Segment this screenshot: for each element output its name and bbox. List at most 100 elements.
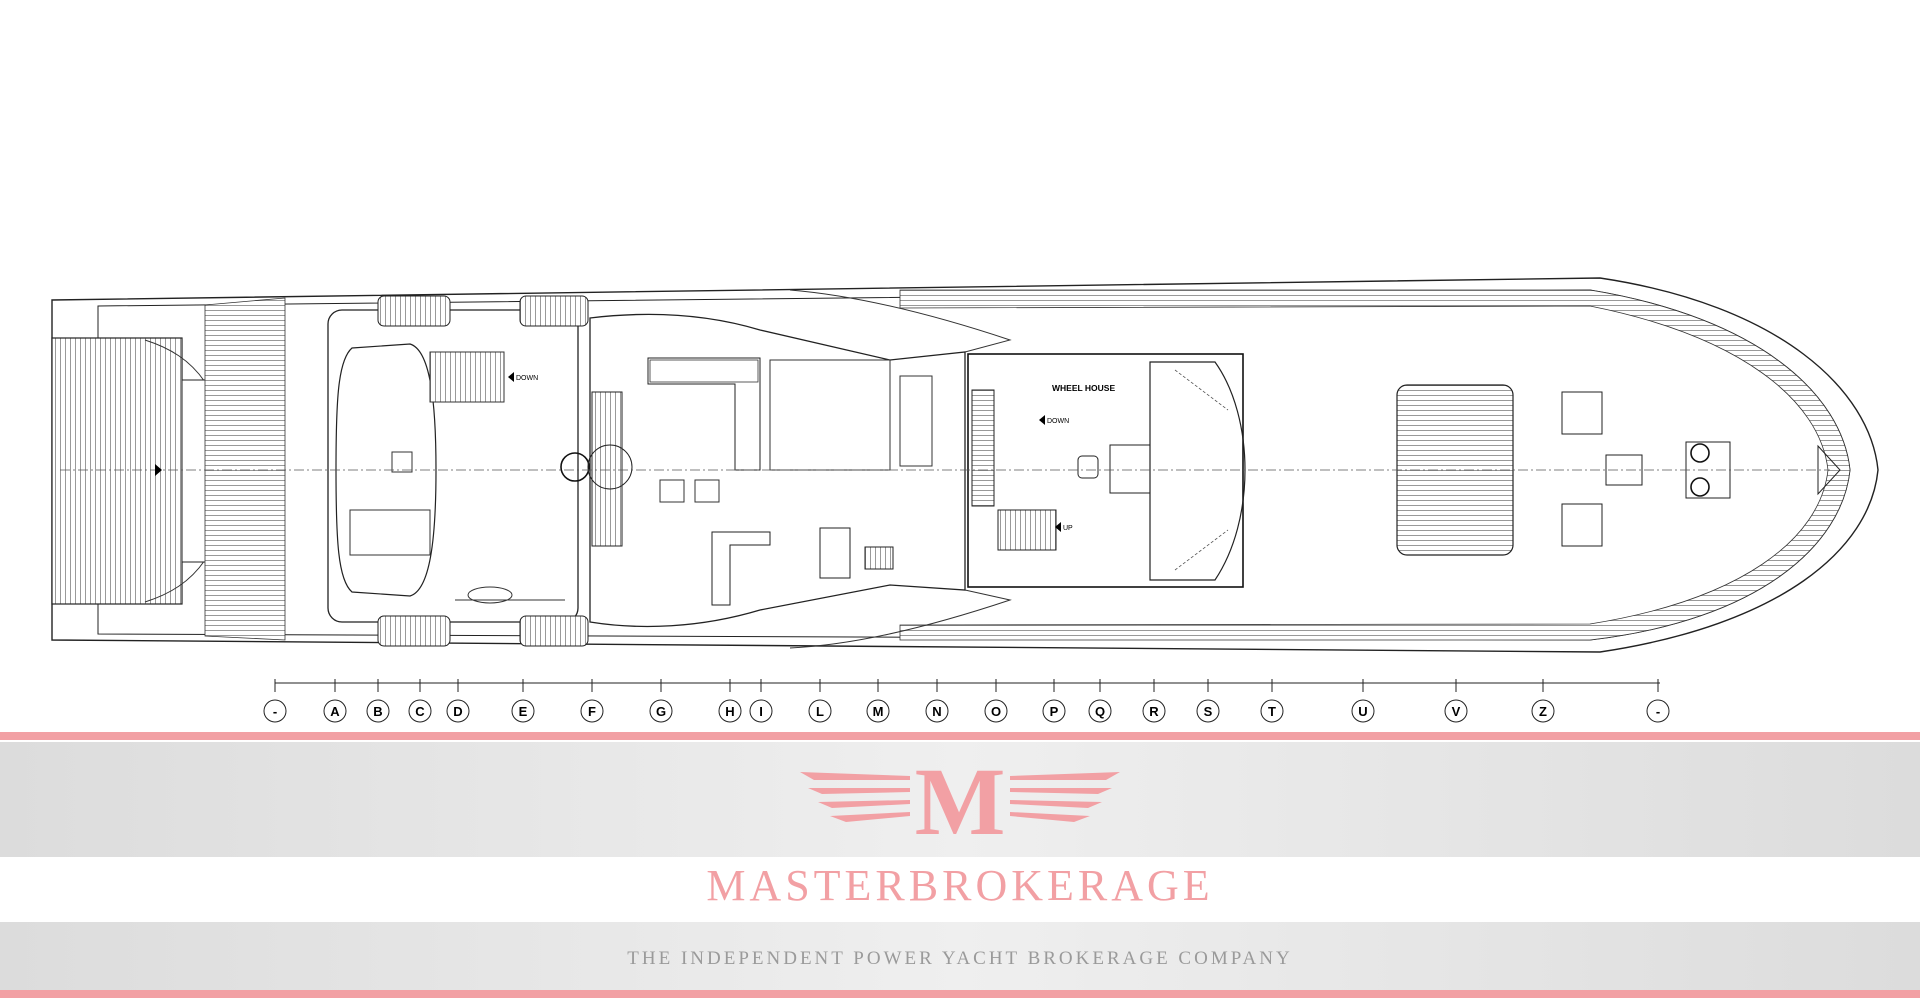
down-label-fwd: DOWN [1047, 418, 1069, 425]
up-label: UP [1063, 525, 1073, 532]
helm-seat [587, 444, 633, 490]
down-arrow-aft [508, 372, 514, 382]
station-circle [718, 699, 742, 723]
station-label: - [273, 704, 277, 719]
down-label-aft: DOWN [516, 375, 538, 382]
tagline-band [0, 922, 1920, 990]
station-circle [1444, 699, 1468, 723]
station-label: G [656, 704, 666, 719]
station-label: Z [1539, 704, 1547, 719]
flybridge-aft-deck [327, 309, 579, 623]
tender-console [349, 509, 431, 556]
station-label: O [991, 704, 1001, 719]
wheelhouse-stairs-up [997, 509, 1057, 551]
aft-steps-bottom [144, 559, 206, 603]
station-label: H [725, 704, 734, 719]
bottom-accent-rule [0, 990, 1920, 998]
helm-console [591, 391, 623, 547]
station-circle [866, 699, 890, 723]
aft-steps-top [144, 339, 206, 383]
station-circle [925, 699, 949, 723]
station-label: E [519, 704, 528, 719]
windlass-2 [1690, 477, 1710, 497]
station-label: C [415, 704, 425, 719]
wing-top [789, 289, 1012, 353]
stool-2 [694, 479, 720, 503]
foredeck-teak [899, 289, 1851, 641]
station-label: - [1656, 704, 1660, 719]
station-label: U [1358, 704, 1367, 719]
swim-platform [51, 337, 183, 605]
station-circle [366, 699, 390, 723]
lounge-cushions [649, 359, 759, 383]
right-wing [1010, 772, 1120, 822]
lounge-table [769, 359, 891, 471]
up-arrow [1055, 522, 1061, 532]
station-circle [1042, 699, 1066, 723]
wheel-house [967, 353, 1244, 588]
station-circle [1646, 699, 1670, 723]
bow-locker-2 [1561, 503, 1603, 547]
station-circle [323, 699, 347, 723]
aft-deck-teak [204, 297, 286, 641]
brand-tagline: THE INDEPENDENT POWER YACHT BROKERAGE CO… [627, 948, 1293, 969]
bow-tip [1817, 444, 1841, 496]
station-label: Q [1095, 704, 1105, 719]
crane-stairs [429, 351, 505, 403]
bar-cabinet [899, 375, 933, 467]
station-circle [1142, 699, 1166, 723]
station-circle [1088, 699, 1112, 723]
station-label: D [453, 704, 462, 719]
down-arrow-fwd [1039, 415, 1045, 425]
station-label: V [1452, 704, 1461, 719]
tender [335, 343, 437, 597]
stool-1 [659, 479, 685, 503]
windscreen [1149, 361, 1246, 581]
station-circle [1351, 699, 1375, 723]
wheel-house-label: WHEEL HOUSE [1052, 383, 1115, 393]
fenders [377, 295, 589, 647]
chart-table [1109, 444, 1151, 494]
bow-locker-1 [1561, 391, 1603, 435]
bow-hatch [1605, 454, 1643, 486]
station-label: S [1204, 704, 1213, 719]
lounge-sofa [647, 357, 761, 471]
brand-logo-mark: M [800, 752, 1120, 844]
station-label: L [816, 704, 824, 719]
wing-bottom [789, 589, 1012, 649]
bbq-grill [819, 527, 851, 579]
station-label: P [1050, 704, 1059, 719]
brand-name: MASTERBROKERAGE [706, 861, 1214, 910]
top-accent-rule [0, 732, 1920, 740]
station-label: A [330, 704, 340, 719]
wheelhouse-stairs [971, 389, 995, 507]
grill-grate [864, 546, 894, 570]
fender-mid-top [519, 295, 589, 327]
aft-arrow [155, 464, 162, 476]
station-circle [263, 699, 287, 723]
station-label: I [759, 704, 763, 719]
left-wing [800, 772, 910, 822]
fender-aft-top [377, 295, 451, 327]
fender-aft-bottom [377, 615, 451, 647]
station-label: T [1268, 704, 1276, 719]
station-ticks [274, 679, 1659, 692]
hull-outline [51, 277, 1879, 653]
station-label: R [1149, 704, 1159, 719]
yacht-deck-plan: DOWN WHEEL HOUSE DOWN UP [51, 277, 1879, 723]
brand-band [0, 742, 1920, 857]
station-circle [1531, 699, 1555, 723]
station-circle [1196, 699, 1220, 723]
station-circle [408, 699, 432, 723]
station-label: F [588, 704, 596, 719]
logo-letter: M [915, 752, 1006, 844]
dash-2 [1174, 529, 1229, 571]
station-circle [749, 699, 773, 723]
tender-seat [391, 451, 413, 473]
station-label: M [873, 704, 884, 719]
captain-seat [1077, 455, 1099, 479]
station-circle [511, 699, 535, 723]
station-circle [808, 699, 832, 723]
windlass-1 [1690, 443, 1710, 463]
